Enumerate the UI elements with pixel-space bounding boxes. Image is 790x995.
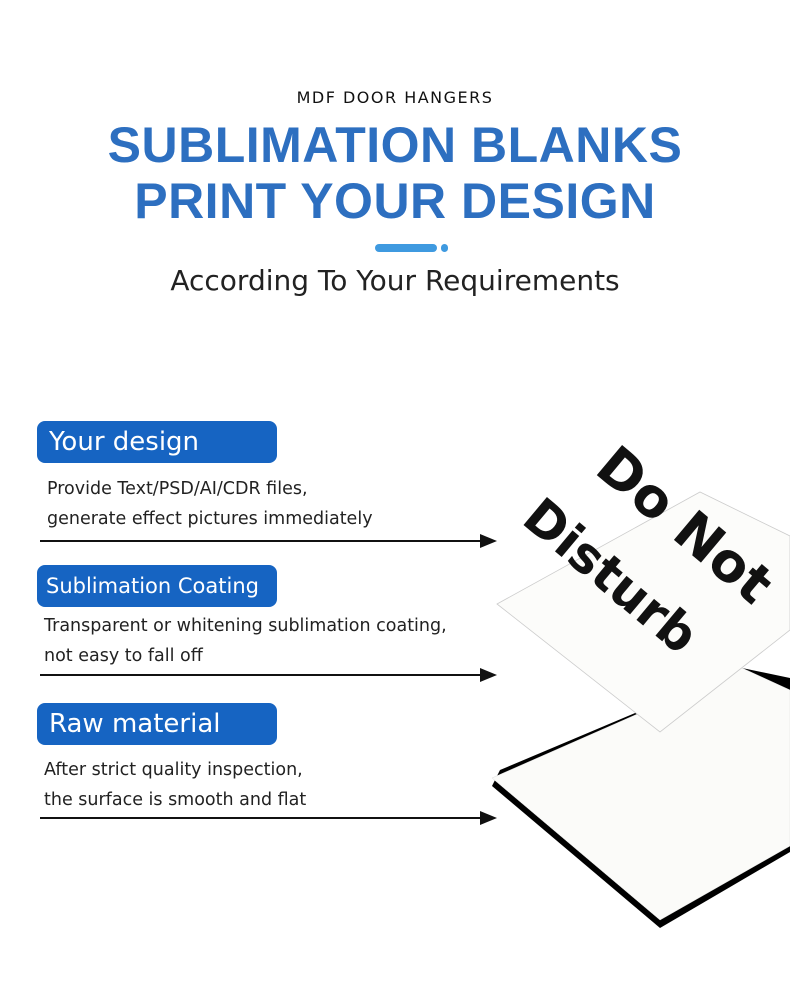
- feature-desc-your-design: Provide Text/PSD/AI/CDR files, generate …: [47, 474, 373, 534]
- divider-dot: [441, 244, 448, 252]
- eyebrow: MDF DOOR HANGERS: [296, 88, 494, 107]
- title-line-2: PRINT YOUR DESIGN: [134, 173, 656, 229]
- desc-line: Provide Text/PSD/AI/CDR files,: [47, 479, 308, 499]
- arrow-pointer: [40, 668, 497, 682]
- desc-line: After strict quality inspection,: [44, 760, 303, 780]
- desc-line: Transparent or whitening sublimation coa…: [44, 616, 447, 636]
- desc-line: the surface is smooth and flat: [44, 790, 307, 810]
- feature-label-sublimation-coating: Sublimation Coating: [37, 565, 277, 607]
- title-line-1: SUBLIMATION BLANKS: [107, 117, 683, 173]
- feature-desc-raw-material: After strict quality inspection, the sur…: [44, 755, 306, 815]
- arrow-pointer: [40, 811, 497, 825]
- subtitle: According To Your Requirements: [170, 264, 620, 297]
- desc-line: generate effect pictures immediately: [47, 509, 373, 529]
- divider-bar: [375, 244, 437, 252]
- arrow-pointer: [40, 534, 497, 548]
- feature-desc-coating: Transparent or whitening sublimation coa…: [44, 611, 447, 671]
- desc-line: not easy to fall off: [44, 646, 203, 666]
- feature-label-raw-material: Raw material: [37, 703, 277, 745]
- feature-label-your-design: Your design: [37, 421, 277, 463]
- coating-sheet: [496, 491, 790, 733]
